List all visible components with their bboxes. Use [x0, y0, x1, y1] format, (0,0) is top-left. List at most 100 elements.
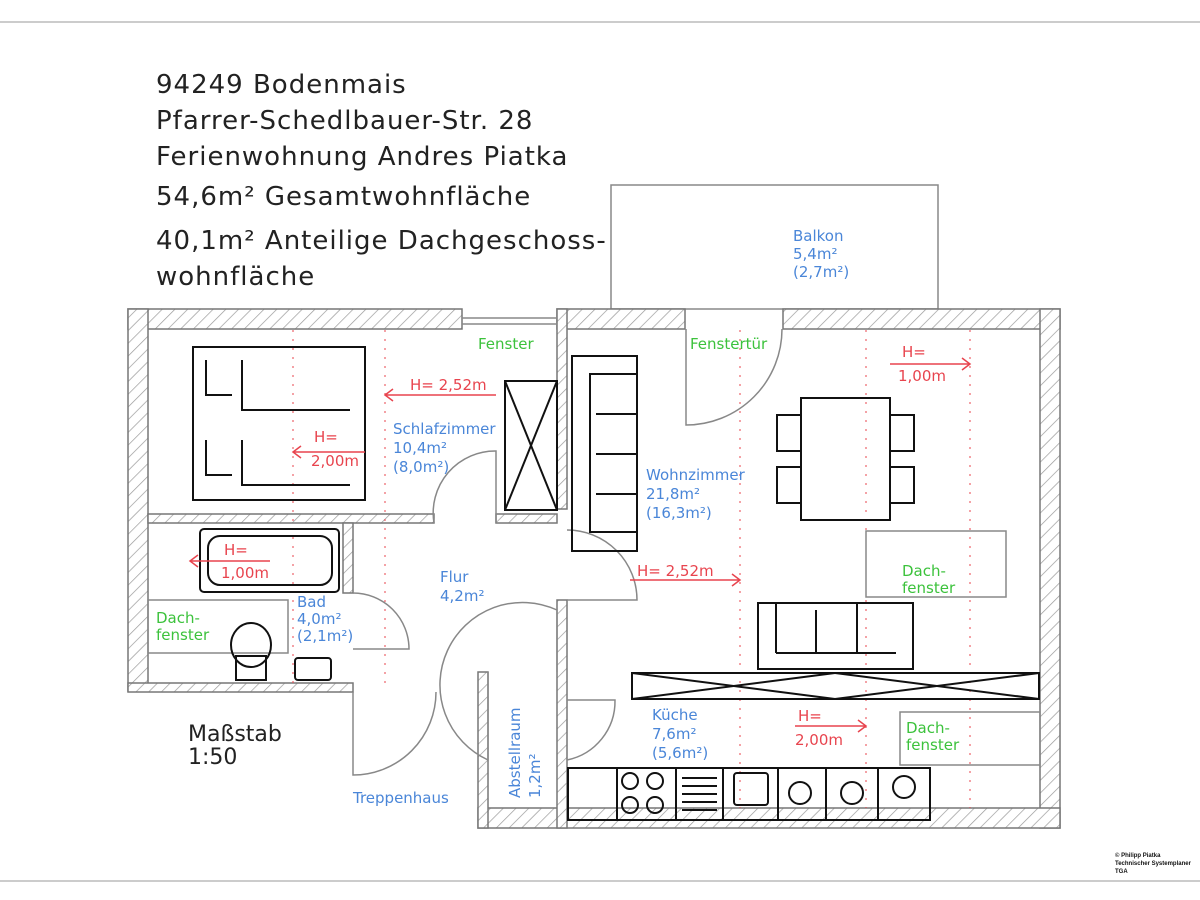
appliance-circle: [788, 781, 812, 805]
beds: [192, 346, 366, 501]
pillow-1: [205, 360, 232, 396]
label-dachfenster-kueche-2: fenster: [906, 736, 960, 754]
lounge-outer: [757, 602, 914, 670]
apartment-name: Ferienwohnung Andres Piatka: [156, 142, 568, 172]
roof-slope-lines: [292, 330, 971, 808]
blanket-2: [241, 440, 350, 486]
toilet-bowl: [230, 622, 272, 668]
table-top: [800, 397, 891, 521]
wall-bath-hall-upper: [342, 522, 354, 594]
label-bad: Bad: [297, 593, 326, 611]
pillow-2: [205, 440, 232, 476]
arrow-h252-living: [630, 573, 742, 587]
total-area: 54,6m² Gesamtwohnfläche: [156, 182, 531, 212]
label-kueche: Küche: [652, 706, 698, 724]
label-balkon-area: 5,4m²: [793, 245, 837, 263]
balcony-outline: [610, 184, 939, 310]
label-bad-share: (2,1m²): [297, 627, 353, 645]
label-h100-bath: H=: [224, 541, 248, 559]
label-bad-area: 4,0m²: [297, 610, 341, 628]
door-bath-arc: [352, 592, 410, 650]
attic-area-line-2: wohnfläche: [156, 262, 315, 292]
lounge-seat: [757, 602, 914, 670]
door-stair-arc: [352, 691, 437, 776]
bed-frame: [192, 346, 366, 501]
label-schlafzimmer-area: 10,4m²: [393, 439, 447, 457]
skylight-living: [865, 530, 1007, 598]
attic-area-line-1: 40,1m² Anteilige Dachgeschoss-: [156, 226, 607, 256]
scale-label: Maßstab: [188, 722, 282, 747]
wardrobe: [504, 380, 558, 511]
wall-bed-bath: [147, 513, 435, 524]
label-dachfenster-kueche: Dach-: [906, 719, 950, 737]
wall-storage-left: [477, 671, 489, 829]
blanket-1: [241, 360, 350, 411]
label-h100-bath-value: 1,00m: [221, 564, 269, 582]
burner-2: [646, 772, 664, 790]
door-kitchen-arc: [566, 699, 616, 761]
arrow-h252-bed: [383, 388, 496, 402]
label-dachfenster-bad: Dach-: [156, 609, 200, 627]
counter-cross-4: [834, 672, 1040, 700]
arrow-h200-kitchen: [795, 719, 868, 733]
label-schlafzimmer-share: (8,0m²): [393, 458, 449, 476]
label-treppenhaus: Treppenhaus: [352, 789, 449, 807]
label-wohnzimmer-share: (16,3m²): [646, 504, 712, 522]
wardrobe-box: [504, 380, 558, 511]
label-kueche-share: (5,6m²): [652, 744, 708, 762]
wall-left: [127, 308, 149, 692]
skylight-kitchen: [899, 711, 1041, 766]
label-dachfenster-wohn-2: fenster: [902, 579, 956, 597]
skylight-bath: [147, 599, 289, 654]
label-fenstertuer: Fenstertür: [690, 335, 768, 353]
door-storage-arc: [439, 601, 558, 762]
arrow-h200-bed: [291, 445, 365, 459]
label-abstellraum-area: 1,2m²: [526, 754, 544, 798]
appliance-circle-2: [840, 781, 864, 805]
window-labels: Fenster Fenstertür Dach- fenster Dach- f…: [156, 335, 960, 754]
wall-center-upper: [556, 308, 568, 510]
label-dachfenster-wohn: Dach-: [902, 562, 946, 580]
label-wohnzimmer: Wohnzimmer: [646, 466, 746, 484]
dining-table: [776, 397, 915, 521]
wall-top-right: [782, 308, 1061, 330]
chair-4: [889, 466, 915, 504]
label-abstellraum: Abstellraum: [506, 707, 524, 798]
label-h200-kitchen: H=: [798, 707, 822, 725]
burner-1: [621, 772, 639, 790]
arrow-h100-living: [890, 357, 972, 371]
label-wohnzimmer-area: 21,8m²: [646, 485, 700, 503]
wall-top-left: [127, 308, 463, 330]
label-kueche-area: 7,6m²: [652, 725, 696, 743]
sink: [733, 772, 769, 806]
kitchen-row: [567, 767, 931, 821]
chair-1: [776, 414, 802, 452]
wall-center-lower: [556, 599, 568, 829]
burner-4: [646, 796, 664, 814]
label-flur-area: 4,2m²: [440, 587, 484, 605]
washbasin: [294, 657, 332, 681]
chair-2: [776, 466, 802, 504]
label-h200-kitchen-value: 2,00m: [795, 731, 843, 749]
label-dachfenster-bad-2: fenster: [156, 626, 210, 644]
door-bedroom-arc: [432, 450, 497, 524]
label-schlafzimmer: Schlafzimmer: [393, 420, 496, 438]
room-labels: Balkon 5,4m² (2,7m²) Schlafzimmer 10,4m²…: [297, 227, 849, 807]
arrow-h100-bath: [188, 554, 270, 568]
burner-3: [621, 796, 639, 814]
wall-top-mid: [556, 308, 686, 330]
scale-value: 1:50: [188, 745, 237, 770]
label-h252-living: H= 2,52m: [637, 562, 714, 580]
sofa: [571, 355, 638, 552]
door-balcony-arc: [685, 328, 783, 426]
counter-box: [631, 672, 1040, 700]
credit-line-1: © Philipp Piatka: [1115, 852, 1161, 859]
header-block: 94249 Bodenmais Pfarrer-Schedlbauer-Str.…: [156, 70, 607, 292]
toilet-tank: [235, 655, 267, 681]
wall-right: [1039, 308, 1061, 829]
counter-cross-2: [631, 672, 836, 700]
address-line-1: 94249 Bodenmais: [156, 70, 407, 100]
label-h100-living-value: 1,00m: [898, 367, 946, 385]
counter: [631, 672, 1040, 700]
